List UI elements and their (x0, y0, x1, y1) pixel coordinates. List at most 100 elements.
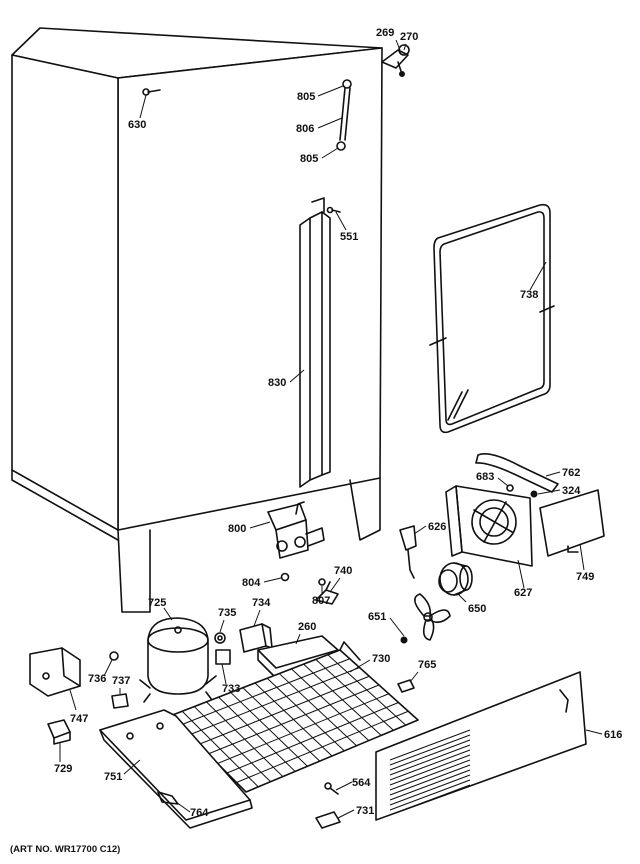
leader-line-805b (321, 147, 339, 159)
coil-wire (226, 702, 399, 774)
leader-line-806 (317, 117, 343, 129)
callout-725: 725 (148, 597, 166, 609)
callout-731: 731 (356, 805, 374, 817)
leader-line-651 (389, 617, 405, 637)
callout-805b: 805 (300, 153, 318, 165)
grille-slat (389, 754, 471, 786)
grille-616 (375, 671, 587, 821)
leader-line-751 (123, 759, 141, 775)
callout-735: 735 (218, 607, 236, 619)
fan-blade-651 (400, 593, 451, 644)
base-tray-751 (99, 709, 253, 829)
cover-749 (539, 489, 605, 557)
motor-650 (438, 562, 473, 596)
callout-805a: 805 (297, 91, 315, 103)
screw-564 (324, 782, 339, 795)
leader-line-736 (103, 659, 113, 677)
coil-wire (188, 667, 360, 736)
callout-729: 729 (54, 763, 72, 775)
channel-830 (299, 197, 331, 488)
grille-slat (389, 744, 471, 776)
drain-tube (336, 79, 352, 151)
clip-740 (315, 581, 339, 605)
grille-slat (389, 774, 471, 806)
leader-line-804 (263, 577, 282, 583)
coil-wire (198, 675, 370, 745)
fastener-324 (530, 490, 538, 498)
callout-616: 616 (604, 729, 622, 741)
coil-wire (236, 710, 409, 783)
compressor-725 (139, 617, 217, 703)
callout-564: 564 (352, 777, 371, 789)
cabinet-outline (11, 27, 383, 613)
leader-line-800 (249, 521, 271, 529)
callout-630: 630 (128, 119, 146, 131)
callout-270: 270 (400, 31, 418, 43)
part-807 (318, 578, 326, 586)
leader-line-269 (395, 39, 401, 51)
callout-738: 738 (520, 289, 538, 301)
grille-slat (389, 764, 471, 796)
coil-wire (179, 658, 350, 726)
leader-line-616 (585, 729, 603, 735)
callout-751: 751 (104, 771, 122, 783)
grille-slat (389, 759, 471, 791)
callout-765: 765 (418, 659, 436, 671)
callout-764: 764 (190, 807, 209, 819)
grille-slat (389, 729, 471, 761)
water-valve-800 (267, 501, 325, 559)
gasket-738 (429, 203, 555, 434)
callout-762: 762 (562, 467, 580, 479)
leader-line-324 (537, 489, 561, 495)
callout-324: 324 (562, 485, 581, 497)
callout-737: 737 (112, 675, 130, 687)
callout-551: 551 (340, 231, 358, 243)
callout-269: 269 (376, 27, 394, 39)
callout-626: 626 (428, 521, 446, 533)
grille-slat (389, 749, 471, 781)
box-729 (47, 719, 71, 745)
callout-800: 800 (228, 523, 246, 535)
leader-line-764 (175, 801, 191, 813)
leader-line-551 (335, 211, 347, 231)
clip-765 (397, 679, 415, 693)
callout-804: 804 (242, 577, 261, 589)
leader-line-762 (545, 471, 561, 477)
bracket-747 (29, 647, 81, 697)
clip-731 (315, 811, 341, 829)
hinge-part (381, 44, 410, 77)
coil-wire (217, 693, 389, 764)
screw-551 (326, 206, 341, 214)
grille-slat (389, 779, 471, 811)
callout-734: 734 (252, 597, 271, 609)
callout-730: 730 (372, 653, 390, 665)
clip-736 (109, 651, 119, 661)
thermostat-626 (399, 525, 417, 579)
grommet-735 (214, 632, 226, 644)
coil-wire (207, 684, 380, 755)
leader-line-735 (219, 619, 225, 633)
callout-749: 749 (576, 571, 594, 583)
leader-line-733 (221, 663, 227, 685)
leader-line-564 (335, 781, 353, 791)
strip-762 (475, 453, 559, 493)
overload-733 (215, 649, 231, 665)
leader-line-683 (497, 477, 509, 487)
callout-733: 733 (222, 683, 240, 695)
grille-slat (389, 784, 471, 816)
leader-line-730 (349, 659, 371, 673)
screw-683 (506, 484, 514, 492)
callout-807: 807 (312, 595, 330, 607)
callout-651: 651 (368, 611, 386, 623)
callout-806: 806 (296, 123, 314, 135)
leader-line-734 (253, 609, 261, 627)
leader-line-765 (409, 671, 419, 683)
leader-line-830 (289, 369, 305, 383)
callout-260: 260 (298, 621, 316, 633)
leader-line-630 (139, 94, 147, 119)
callout-830: 830 (268, 377, 286, 389)
leader-line-749 (579, 543, 585, 571)
art-number: (ART NO. WR17700 C12) (10, 844, 120, 855)
